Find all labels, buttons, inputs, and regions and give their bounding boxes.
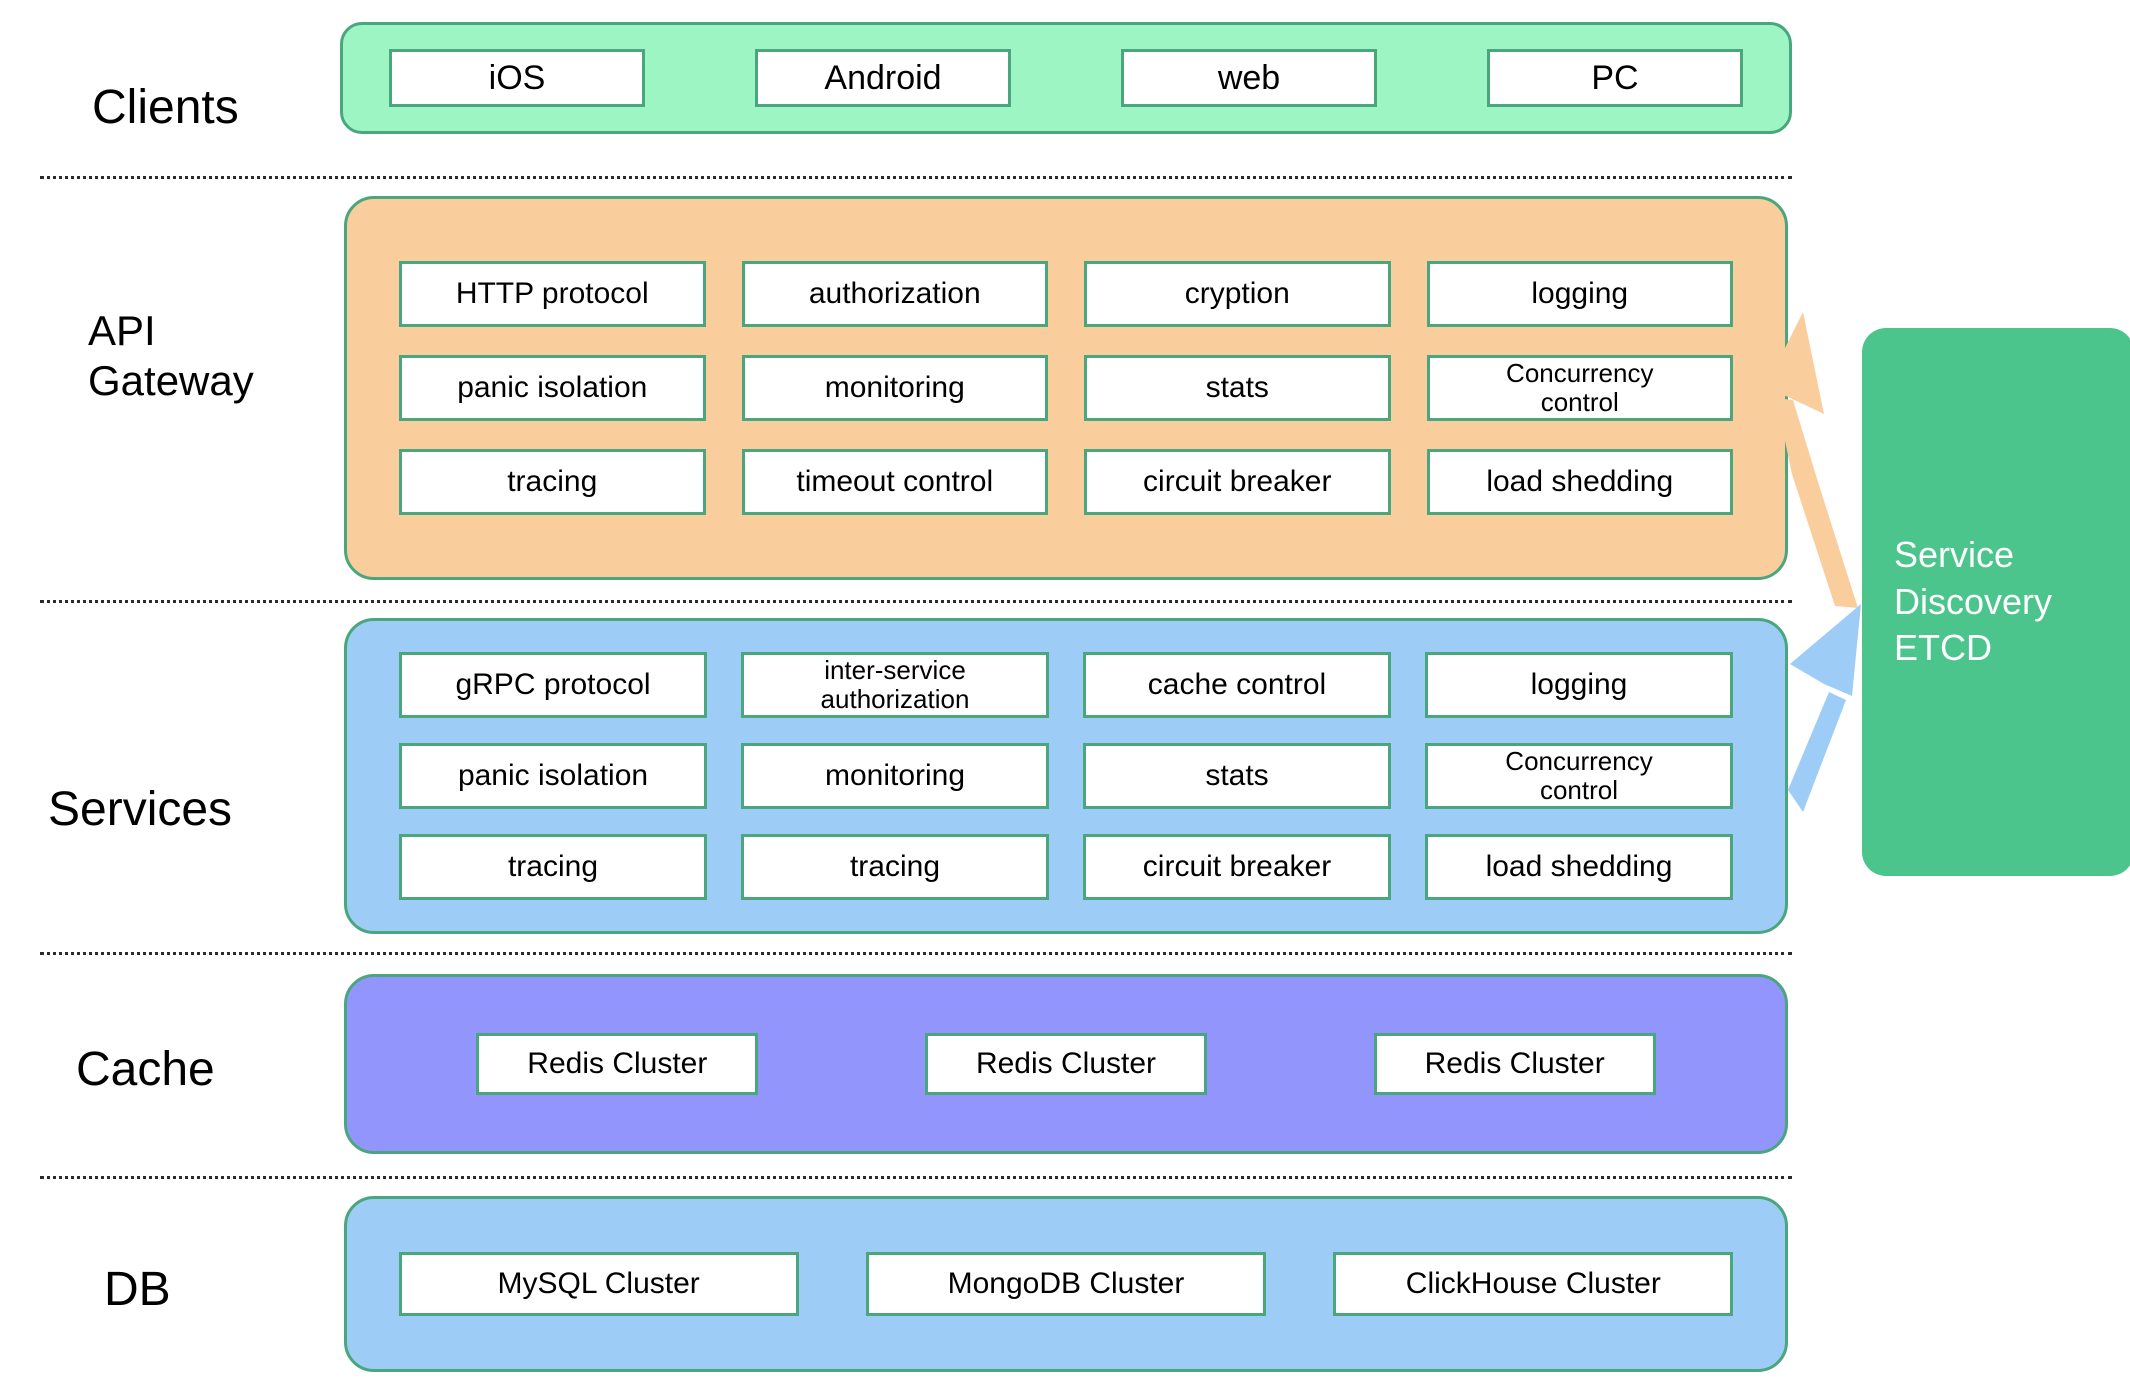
layer-panel-clients: iOS Android web PC [340,22,1792,134]
divider-clients-gateway [40,176,1792,179]
gateway-item-http-protocol[interactable]: HTTP protocol [399,261,706,327]
row-label-clients: Clients [92,81,239,134]
db-item-mongodb-cluster[interactable]: MongoDB Cluster [865,1252,1266,1316]
client-item-ios[interactable]: iOS [389,49,645,107]
gateway-item-cryption[interactable]: cryption [1084,261,1391,327]
gateway-item-logging[interactable]: logging [1426,261,1733,327]
service-item-tracing-2[interactable]: tracing [741,834,1049,900]
service-item-inter-service-authorization[interactable]: inter-service authorization [741,652,1049,718]
layer-panel-services: gRPC protocol inter-service authorizatio… [344,618,1788,934]
service-item-cache-control[interactable]: cache control [1083,652,1391,718]
gateway-item-timeout-control[interactable]: timeout control [741,449,1048,515]
service-item-monitoring[interactable]: monitoring [741,743,1049,809]
service-item-grpc-protocol[interactable]: gRPC protocol [399,652,707,718]
gateway-item-monitoring[interactable]: monitoring [741,355,1048,421]
client-item-android[interactable]: Android [755,49,1011,107]
gateway-item-panic-isolation[interactable]: panic isolation [399,355,706,421]
gateway-item-stats[interactable]: stats [1084,355,1391,421]
api-gateway-grid: HTTP protocol authorization cryption log… [347,261,1785,515]
client-item-pc[interactable]: PC [1487,49,1743,107]
gateway-item-tracing[interactable]: tracing [399,449,706,515]
service-discovery-box[interactable]: Service Discovery ETCD [1862,328,2130,876]
services-grid: gRPC protocol inter-service authorizatio… [347,652,1785,900]
service-item-concurrency-control[interactable]: Concurrency control [1425,743,1733,809]
row-label-cache: Cache [76,1043,215,1096]
gateway-item-authorization[interactable]: authorization [741,261,1048,327]
divider-cache-db [40,1176,1792,1179]
layer-panel-cache: Redis Cluster Redis Cluster Redis Cluste… [344,974,1788,1154]
divider-gateway-services [40,600,1792,603]
clients-grid: iOS Android web PC [343,49,1789,107]
service-discovery-label: Service Discovery ETCD [1894,533,2053,669]
service-item-circuit-breaker[interactable]: circuit breaker [1083,834,1391,900]
row-label-services: Services [48,783,233,836]
gateway-item-concurrency-control[interactable]: Concurrency control [1426,355,1733,421]
service-item-load-shedding[interactable]: load shedding [1425,834,1733,900]
layer-panel-db: MySQL Cluster MongoDB Cluster ClickHouse… [344,1196,1788,1372]
service-item-stats[interactable]: stats [1083,743,1391,809]
service-item-tracing-1[interactable]: tracing [399,834,707,900]
divider-services-cache [40,952,1792,955]
cache-grid: Redis Cluster Redis Cluster Redis Cluste… [347,1033,1785,1095]
row-label-api-gateway: API Gateway [88,307,254,404]
client-item-web[interactable]: web [1121,49,1377,107]
layer-panel-api-gateway: HTTP protocol authorization cryption log… [344,196,1788,580]
db-grid: MySQL Cluster MongoDB Cluster ClickHouse… [347,1252,1785,1316]
gateway-item-load-shedding[interactable]: load shedding [1426,449,1733,515]
gateway-item-circuit-breaker[interactable]: circuit breaker [1084,449,1391,515]
db-item-mysql-cluster[interactable]: MySQL Cluster [398,1252,799,1316]
cache-item-redis-cluster-1[interactable]: Redis Cluster [476,1033,759,1095]
cache-item-redis-cluster-2[interactable]: Redis Cluster [924,1033,1207,1095]
row-label-db: DB [104,1263,171,1316]
db-item-clickhouse-cluster[interactable]: ClickHouse Cluster [1333,1252,1734,1316]
cache-item-redis-cluster-3[interactable]: Redis Cluster [1373,1033,1656,1095]
service-item-logging[interactable]: logging [1425,652,1733,718]
arrow-services-to-discovery [1788,604,1861,812]
service-item-panic-isolation[interactable]: panic isolation [399,743,707,809]
